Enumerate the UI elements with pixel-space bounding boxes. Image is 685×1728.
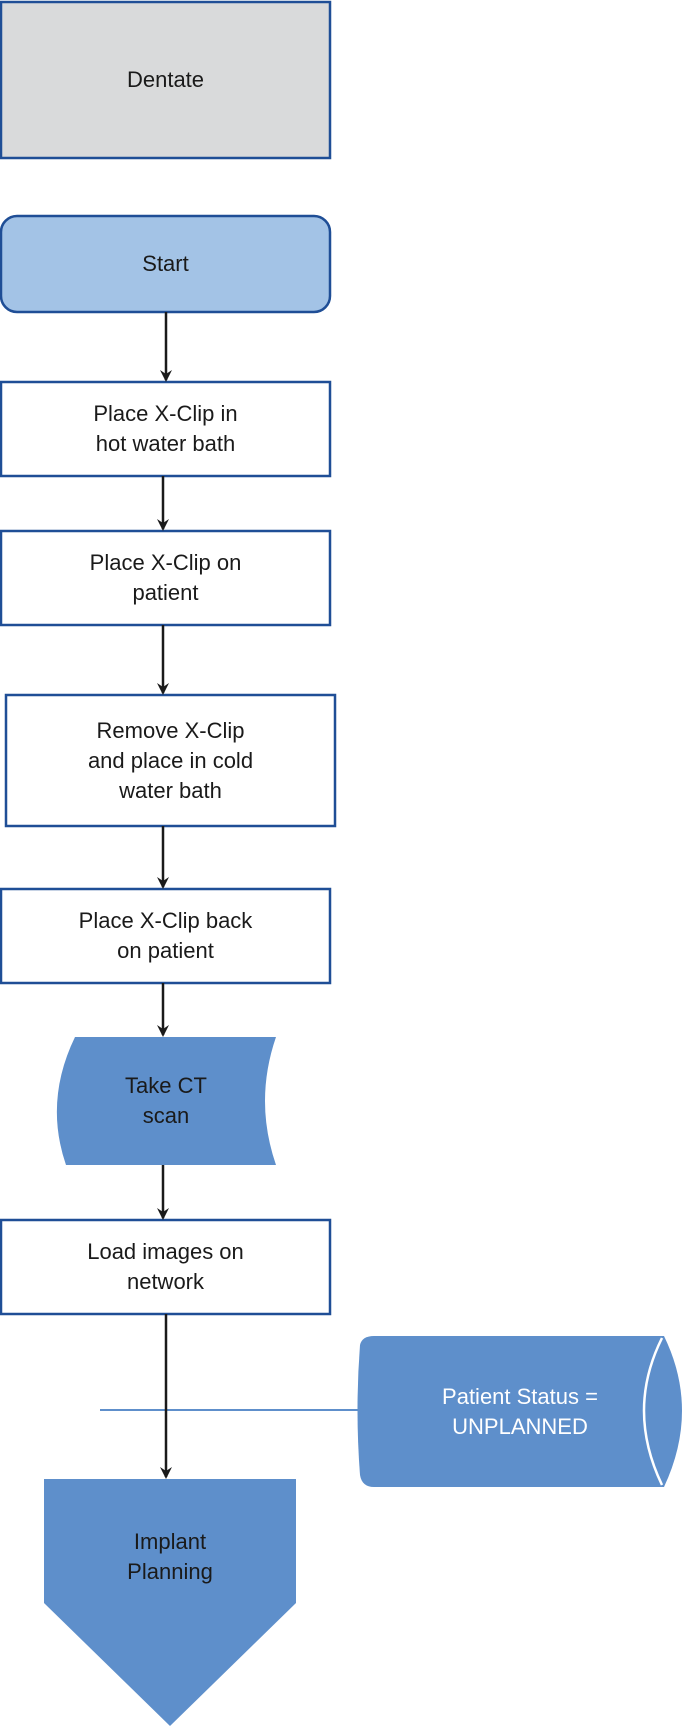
on-patient-box xyxy=(0,529,332,627)
implant-planning-label: Implant Planning xyxy=(127,1529,213,1584)
patient-status-label: Patient Status = UNPLANNED xyxy=(442,1383,598,1439)
cold-bath-label: Remove X-Clip and place in cold water ba… xyxy=(87,717,254,803)
patient-status-curve xyxy=(642,1337,664,1486)
load-images-label: Load images on network xyxy=(87,1239,244,1294)
patient-status-shape xyxy=(357,1336,682,1487)
on-patient-label: Place X-Clip on patient xyxy=(89,550,242,605)
dentate-box xyxy=(0,0,332,160)
hot-bath-box xyxy=(0,380,332,478)
back-on-patient-label: Place X-Clip back on patient xyxy=(78,908,253,963)
dentate-label: Dentate xyxy=(126,67,205,92)
back-on-patient-box xyxy=(0,887,332,985)
cold-bath-box xyxy=(4,693,337,828)
ct-scan-shape xyxy=(56,1037,277,1165)
hot-bath-label: Place X-Clip in hot water bath xyxy=(93,401,238,456)
implant-planning-shape xyxy=(44,1479,296,1726)
start-label: Start xyxy=(142,251,189,276)
ct-scan-label: Take CT scan xyxy=(125,1073,207,1128)
